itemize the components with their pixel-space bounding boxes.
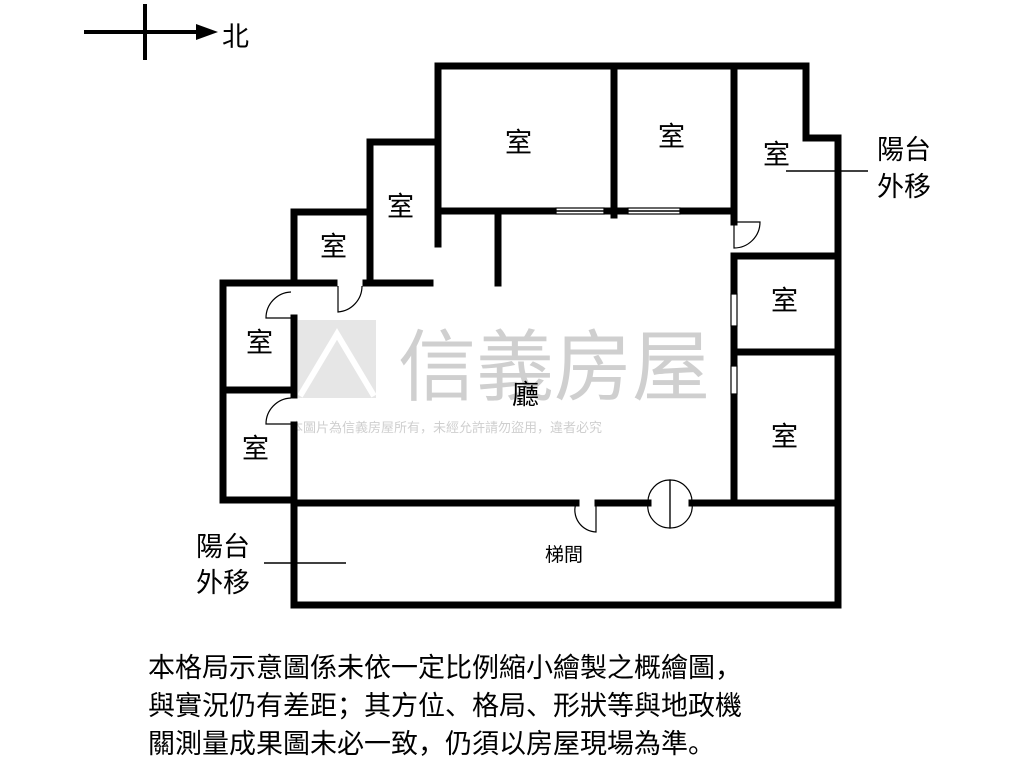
- door-main-left: [647, 479, 671, 529]
- room-label-a: 室: [505, 128, 532, 159]
- window-east-1: [730, 293, 738, 327]
- living-room-label: 廳: [512, 380, 539, 411]
- wall-room-c-outer: [366, 138, 442, 287]
- door-stair: [574, 502, 597, 533]
- wall-north-outer: [434, 62, 842, 507]
- wall-balcony-outer: [290, 496, 842, 609]
- arrow-right-icon: [196, 24, 218, 40]
- watermark-brand: 信義房屋: [398, 323, 710, 413]
- watermark-logo-mark: [297, 328, 377, 398]
- room-label-c: 室: [763, 140, 790, 171]
- watermark: 信義房屋 本圖片為信義房屋所有，未經允許請勿盜用，違者必究: [290, 320, 710, 436]
- room-label-i: 室: [771, 422, 798, 453]
- door-room-e: [265, 291, 292, 319]
- north-arrow: 北: [84, 4, 249, 60]
- door-room-f: [265, 397, 292, 425]
- wall-room-d-outer: [290, 208, 374, 287]
- north-label: 北: [222, 22, 249, 53]
- balcony-east-line1: 陽台: [877, 135, 931, 166]
- disclaimer-line-3: 關測量成果圖未必一致，仍須以房屋現場為準。: [148, 729, 715, 760]
- balcony-west-line1: 陽台: [196, 532, 250, 563]
- room-label-d: 室: [387, 192, 414, 223]
- window-east-2: [730, 365, 738, 395]
- room-label-e: 室: [320, 232, 347, 263]
- room-label-b: 室: [658, 122, 685, 153]
- watermark-notice: 本圖片為信義房屋所有，未經允許請勿盜用，違者必究: [290, 420, 602, 436]
- room-label-h: 室: [771, 286, 798, 317]
- disclaimer: 本格局示意圖係未依一定比例縮小繪製之概繪圖， 與實況仍有差距；其方位、格局、形狀…: [148, 650, 888, 764]
- disclaimer-line-1: 本格局示意圖係未依一定比例縮小繪製之概繪圖，: [148, 653, 742, 684]
- room-label-g: 室: [242, 434, 269, 465]
- door-main-right: [669, 479, 693, 529]
- door-room-c: [733, 221, 761, 249]
- balcony-west-line2: 外移: [196, 568, 250, 599]
- walls: [219, 62, 842, 609]
- room-label-f: 室: [246, 328, 273, 359]
- disclaimer-line-2: 與實況仍有差距；其方位、格局、形狀等與地政機: [148, 691, 742, 722]
- doors: [265, 221, 761, 533]
- door-room-d: [337, 285, 363, 313]
- windows: [555, 207, 738, 395]
- balcony-east-line2: 外移: [877, 172, 931, 203]
- stairwell-label: 梯間: [545, 544, 583, 566]
